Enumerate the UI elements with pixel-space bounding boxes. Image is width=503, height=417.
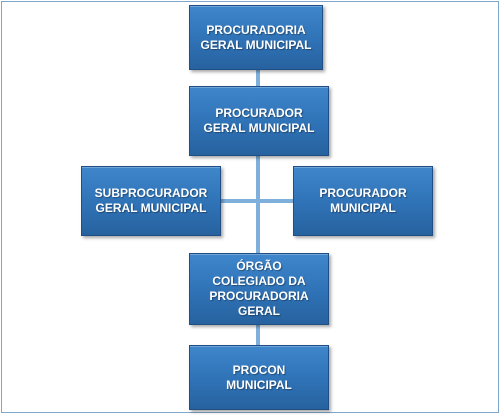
node-procon-municipal: PROCON MUNICIPAL xyxy=(189,345,329,410)
node-orgao-colegiado: ÓRGÃO COLEGIADO DA PROCURADORIA GERAL xyxy=(189,253,329,325)
node-line: GERAL xyxy=(238,304,280,318)
node-procurador-geral-municipal: PROCURADOR GERAL MUNICIPAL xyxy=(189,86,329,156)
node-procuradoria-geral-municipal: PROCURADORIA GERAL MUNICIPAL xyxy=(189,5,323,70)
node-line: PROCON xyxy=(232,362,286,377)
node-line: ÓRGÃO xyxy=(236,259,282,273)
connector-horizontal-branch xyxy=(221,199,293,203)
node-subprocurador-geral-municipal: SUBPROCURADOR GERAL MUNICIPAL xyxy=(81,166,221,236)
node-line: PROCURADORIA xyxy=(209,289,309,303)
node-line: MUNICIPAL xyxy=(226,377,292,392)
node-line: PROCURADORIA xyxy=(206,22,306,37)
node-line: SUBPROCURADOR xyxy=(94,186,208,200)
node-line: MUNICIPAL xyxy=(330,201,396,215)
connector-vertical-main xyxy=(256,70,260,345)
node-line: GERAL MUNICIPAL xyxy=(95,201,207,215)
node-line: GERAL MUNICIPAL xyxy=(203,121,315,135)
node-line: PROCURADOR xyxy=(319,186,407,200)
node-line: GERAL MUNICIPAL xyxy=(200,37,312,52)
node-line: COLEGIADO DA xyxy=(212,274,306,288)
node-line: PROCURADOR xyxy=(215,106,303,120)
node-procurador-municipal: PROCURADOR MUNICIPAL xyxy=(293,166,433,236)
